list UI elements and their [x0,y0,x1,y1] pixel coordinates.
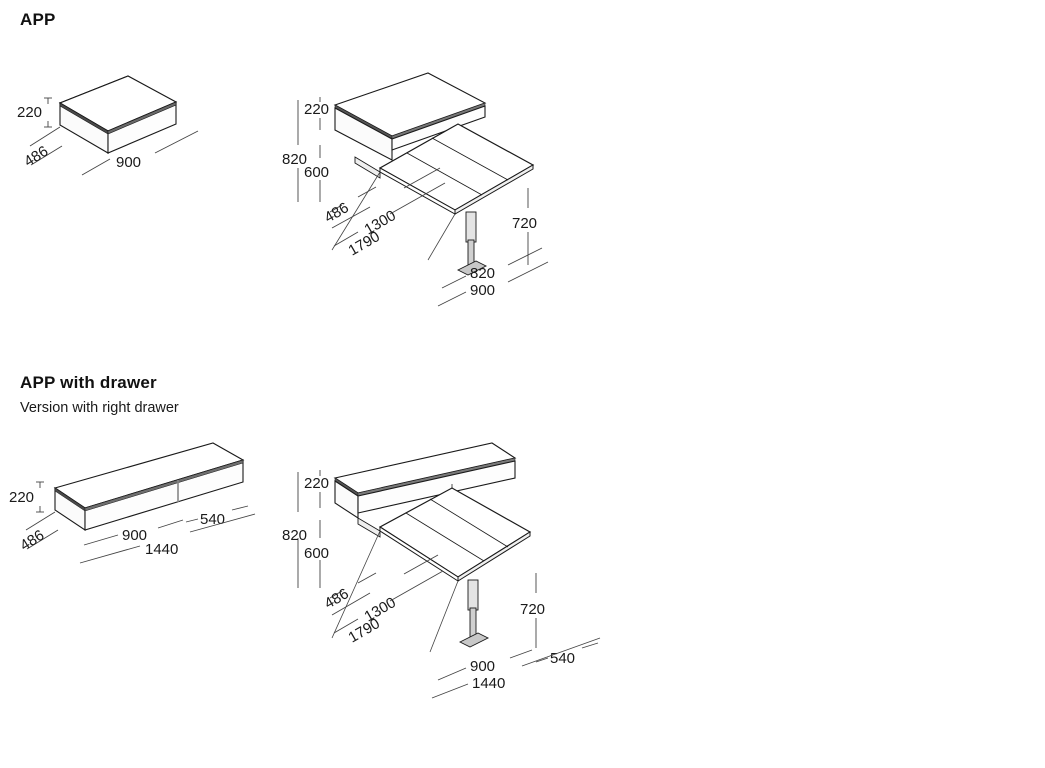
telescopic-leg [458,579,490,648]
dimension-label-total-height: 820 [282,527,307,544]
dimension-label-cabinet-width: 900 [470,658,495,675]
section-title-app-with-drawer: APP with drawer [20,373,157,392]
dimension-label-height: 220 [9,489,34,506]
extended-table-top [378,123,535,215]
dimension-cabinet-width-900: 900 [437,261,549,307]
figure-app-extended-table: 820 220 600 486 [280,60,610,325]
dimension-total-height-820: 820 [282,100,307,202]
dimension-width-900: 900 [81,130,199,176]
slide-rail [357,517,381,538]
dimension-total-width-1440: 1440 [431,637,601,699]
dimension-table-depth-1300: 1300 [331,554,439,625]
leader-lines [331,530,459,653]
dimension-label-table-width: 820 [470,265,495,282]
dimension-table-height-720: 720 [520,573,545,648]
dimension-height-220: 220 [9,481,44,513]
dimension-label-cabinet-height: 220 [304,475,329,492]
dimension-depth-486: 486 [17,511,59,555]
dimension-label-cabinet-depth: 486 [322,199,352,226]
dimension-height-220: 220 [17,97,52,128]
dimension-drawer-width-540: 540 [535,642,599,667]
dimension-label-table-height: 720 [512,215,537,232]
dimension-cabinet-height-220: 220 [304,97,329,130]
slide-rail [354,156,381,179]
telescopic-leg [456,211,488,276]
figure-app-drawer-closed-cabinet: 220 486 900 540 [0,430,290,590]
dimension-total-width-1440: 1440 [79,513,256,564]
dimension-clearance-600: 600 [304,145,329,202]
dimension-label-depth: 486 [21,143,51,171]
cabinet-body [334,105,486,161]
dimension-label-total-height: 820 [282,151,307,168]
dimension-label-total-width: 1440 [145,541,178,558]
dimension-label-clearance: 600 [304,164,329,181]
leader-lines [331,171,456,261]
dimension-label-drawer-width: 540 [550,650,575,667]
dimension-label-depth: 486 [17,527,47,555]
dimension-cabinet-height-220: 220 [304,470,329,508]
dimension-label-table-height: 720 [520,601,545,618]
dimension-label-clearance: 600 [304,545,329,562]
figure-app-closed-cabinet: 220 486 900 [0,55,280,185]
cabinet-isometric [58,75,178,154]
dimension-table-height-720: 720 [512,188,537,265]
cabinet-isometric [53,442,245,532]
section-subtitle-app-with-drawer: Version with right drawer [20,400,179,416]
dimension-table-width-820: 820 [441,247,543,289]
dimension-label-width: 900 [116,154,141,171]
dimension-width-900: 900 [83,519,184,546]
dimension-label-cabinet-width: 900 [470,282,495,299]
dimension-label-height: 220 [17,104,42,121]
section-title-app: APP [20,10,56,29]
dimension-cabinet-width-900: 900 [437,649,533,681]
dimension-total-height-820: 820 [282,472,307,588]
dimension-clearance-600: 600 [304,520,329,588]
dimension-label-width: 900 [122,527,147,544]
figure-app-drawer-extended-table: 820 220 600 486 [280,430,630,720]
dimension-label-cabinet-height: 220 [304,101,329,118]
top-shelf [333,72,487,140]
dimension-depth-486: 486 [21,126,63,171]
dimension-label-total-width: 1440 [472,675,505,692]
dimension-label-cabinet-depth: 486 [322,585,352,612]
